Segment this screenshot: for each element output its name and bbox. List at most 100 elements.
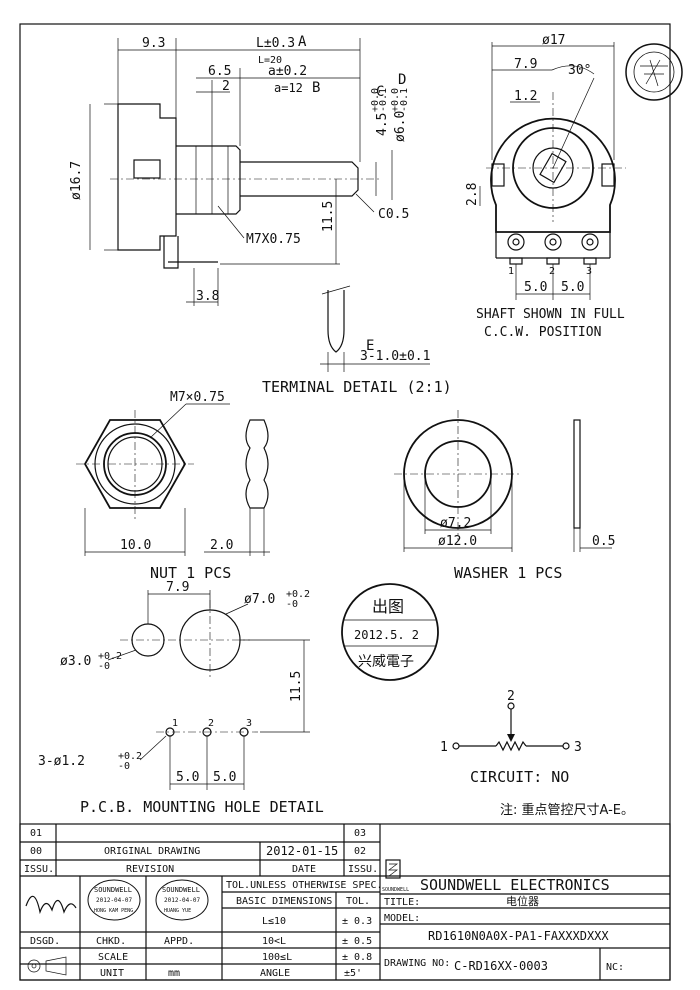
pcb-tol-3-bot: -0 (98, 661, 110, 672)
row1-tol: ± 0.3 (342, 916, 372, 927)
stamp-bottom: 兴威電子 (358, 654, 414, 670)
dim-17: ø17 (542, 33, 565, 48)
pcb-dim-7-0: ø7.0 (244, 592, 275, 607)
nut-dim-10: 10.0 (120, 538, 151, 553)
front-pin-3: 3 (586, 266, 592, 277)
dim-c05: C0.5 (378, 207, 409, 222)
tol-header: TOL.UNLESS OTHERWISE SPEC. (226, 880, 383, 891)
model-value: RD1610N0A0X-PA1-FAXXXDXXX (428, 929, 609, 943)
row1-dim: L≤10 (262, 916, 286, 927)
revision-label: REVISION (126, 864, 174, 875)
row3-tol: ± 0.8 (342, 952, 372, 963)
dim-3-8: 3.8 (196, 289, 219, 304)
projection-symbol (27, 959, 41, 973)
tol-6-0-bot: -0.1 (399, 88, 410, 112)
issu-label: ISSU. (24, 864, 54, 875)
bushing-outline (176, 145, 241, 215)
row3-dim: 100≤L (262, 952, 292, 963)
row2-tol: ± 0.5 (342, 936, 372, 947)
shaft-note-2: C.C.W. POSITION (484, 325, 601, 340)
pcb-tol-1-2-bot: -0 (118, 761, 130, 772)
tol-6-0-top: +0.0 (390, 88, 401, 112)
front-pin-2: 2 (549, 266, 555, 277)
label-B: B (312, 80, 320, 96)
dim-7-9: 7.9 (514, 57, 537, 72)
dim-6-5: 6.5 (208, 64, 231, 79)
unit-label: UNIT (100, 968, 124, 979)
unit-value: mm (168, 968, 180, 979)
scale-label: SCALE (98, 952, 128, 963)
issu-02: 02 (354, 846, 366, 857)
terminal-title: TERMINAL DETAIL (2:1) (262, 378, 452, 396)
title-block: 01 00 ISSU. ORIGINAL DRAWING 2012-01-15 … (19, 823, 671, 981)
thread-spec: M7X0.75 (246, 232, 301, 247)
pcb-tol-7-top: +0.2 (286, 589, 310, 600)
nc-label: NC: (606, 962, 624, 973)
pcb-dim-7-9: 7.9 (166, 580, 189, 595)
pcb-pin-3: 3 (246, 718, 252, 729)
washer-dim-12: ø12.0 (438, 534, 477, 549)
model-label: MODEL: (384, 913, 420, 924)
pcb-tol-1-2-top: +0.2 (118, 751, 142, 762)
drawing-no-label: DRAWING NO: (384, 958, 450, 969)
stamp-2-date: 2012-04-07 (164, 897, 201, 904)
washer-detail: ø7.2 ø12.0 WASHER 1 PCS 0.5 (394, 410, 615, 582)
chkd-label: CHKD. (96, 936, 126, 947)
washer-side (573, 419, 581, 529)
main-view: 9.3 L±0.3 A L=20 6.5 a±0.2 2 a=12 B C D … (69, 34, 410, 306)
rev-00: 00 (30, 846, 42, 857)
dim-2: 2 (222, 79, 230, 94)
angle-label: ANGLE (260, 968, 290, 979)
date-label: DATE (292, 864, 316, 875)
release-stamp: 出图 2012.5. 2 兴威電子 (341, 583, 439, 681)
nut-detail: M7×0.75 10.0 NUT 1 PCS 2.0 (76, 390, 270, 582)
front-view: ø17 7.9 30° 1.2 2.8 1 2 3 (465, 33, 626, 340)
label-C: C (376, 84, 384, 100)
logo-text: SOUNDWELL (382, 887, 409, 893)
pcb-tol-7-bot: -0 (286, 599, 298, 610)
washer-title: WASHER 1 PCS (454, 564, 562, 582)
washer-dim-7-2: ø7.2 (440, 516, 471, 531)
pcb-dim-1-2: 3-ø1.2 (38, 754, 85, 769)
stamp-1-bot: HONG KAM PENG (94, 908, 133, 914)
pcb-dim-11-5: 11.5 (289, 671, 304, 702)
circuit-pin-1: 1 (440, 740, 448, 755)
nut-dim-2: 2.0 (210, 538, 233, 553)
dim-terminal: 3-1.0±0.1 (360, 349, 430, 364)
nut-thread: M7×0.75 (170, 390, 225, 405)
title-value: 电位器 (506, 894, 539, 908)
tol-4-5-bot: -0.1 (378, 88, 389, 112)
pcb-title: P.C.B. MOUNTING HOLE DETAIL (80, 798, 324, 816)
issu-label-2: ISSU. (348, 864, 378, 875)
pcb-pin-2: 2 (208, 718, 214, 729)
dim-1-2: 1.2 (514, 89, 537, 104)
designer-signature (25, 895, 77, 915)
nut-title: NUT 1 PCS (150, 564, 231, 582)
stamp-1-top: SOUNDWELL (94, 886, 132, 894)
rev-01: 01 (30, 828, 42, 839)
circuit-pin-3: 3 (574, 740, 582, 755)
dim-2-8: 2.8 (465, 183, 480, 206)
original-drawing: ORIGINAL DRAWING (104, 846, 200, 857)
pcb-dim-3-0: ø3.0 (60, 654, 91, 669)
dim-L20: L=20 (258, 55, 282, 66)
company-name: SOUNDWELL ELECTRONICS (420, 876, 610, 894)
dim-a: a±0.2 (268, 64, 307, 79)
dim-a12: a=12 (274, 81, 303, 95)
nut-hex (83, 419, 187, 509)
corner-seal (625, 43, 683, 101)
dim-16-7: ø16.7 (69, 161, 84, 200)
front-dim-5b: 5.0 (561, 280, 584, 295)
dsgd-label: DSGD. (30, 936, 60, 947)
circuit-pin-2: 2 (507, 689, 515, 704)
terminal-pin (163, 236, 179, 269)
issu-03: 03 (354, 828, 366, 839)
pcb-dim-5a: 5.0 (176, 770, 199, 785)
dim-9-3: 9.3 (142, 36, 165, 51)
row2-dim: 10<L (262, 936, 286, 947)
anti-rotation-key (133, 159, 161, 179)
tol-label: TOL. (346, 896, 370, 907)
stamp-2-top: SOUNDWELL (162, 886, 200, 894)
stamp-1-date: 2012-04-07 (96, 897, 133, 904)
